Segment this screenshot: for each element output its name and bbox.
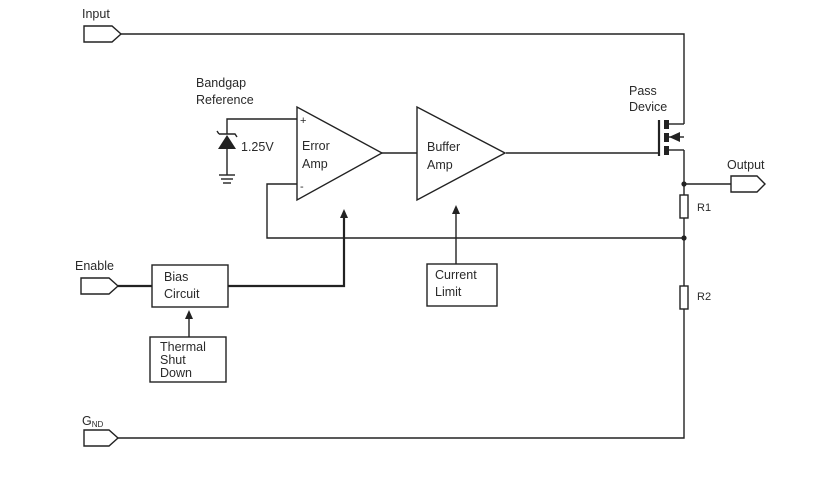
resistor-r1 (679, 194, 689, 219)
resistor-r2-label: R2 (697, 291, 711, 303)
zener-diode-icon (218, 135, 236, 149)
output-port: Output (727, 158, 766, 193)
current-limit-label-line1: Current (435, 268, 477, 282)
gnd-port-connector (83, 429, 120, 447)
bandgap-reference: Bandgap Reference 1.25V (196, 76, 297, 184)
bias-circuit-label-line2: Circuit (164, 287, 200, 301)
bias-arrow-icon (340, 209, 348, 218)
enable-port: Enable (75, 259, 120, 295)
output-port-label: Output (727, 158, 765, 172)
thermal-shutdown-label-line2: Shut (160, 353, 186, 367)
bias-to-error-amp-wire (228, 218, 346, 288)
mosfet-channel-top (664, 120, 669, 129)
thermal-arrow-icon (185, 310, 193, 319)
input-port: Input (82, 7, 123, 43)
bias-circuit-box (151, 264, 229, 308)
resistor-r2 (679, 285, 689, 310)
bandgap-label-line1: Bandgap (196, 76, 246, 90)
thermal-shutdown-label-line3: Down (160, 366, 192, 380)
enable-port-connector (80, 277, 120, 295)
gnd-port: GND (82, 414, 120, 447)
mosfet-channel-mid (664, 133, 669, 142)
thermal-shutdown-label-line1: Thermal (160, 340, 206, 354)
mosfet-channel-bottom (664, 146, 669, 155)
buffer-amp: Buffer Amp (416, 105, 507, 202)
output-port-connector (730, 175, 766, 193)
ground-symbol-icon (219, 174, 235, 184)
buffer-amp-label-line2: Amp (427, 158, 453, 172)
bandgap-label-line2: Reference (196, 93, 254, 107)
bias-circuit-block: Bias Circuit (151, 264, 229, 308)
gnd-rail-wire (118, 309, 685, 439)
current-limit-box (426, 263, 498, 307)
buffer-amp-label-line1: Buffer (427, 140, 460, 154)
pass-device-label-line1: Pass (629, 84, 657, 98)
error-amp-triangle (296, 105, 384, 202)
input-port-connector (83, 25, 123, 43)
enable-port-label: Enable (75, 259, 114, 273)
thermal-shutdown-block: Thermal Shut Down (149, 336, 227, 383)
gnd-port-label: GND (82, 414, 104, 429)
buffer-amp-triangle (416, 105, 507, 202)
error-amp: + - Error Amp (296, 105, 384, 202)
error-amp-plus-label: + (300, 115, 306, 127)
bandgap-voltage-label: 1.25V (241, 140, 274, 154)
current-limit-arrow-icon (452, 205, 460, 214)
zener-cathode-icon (216, 130, 238, 138)
pass-device-label-line2: Device (629, 100, 667, 114)
bandgap-to-plus-wire (226, 118, 297, 126)
error-amp-label-line2: Amp (302, 157, 328, 171)
feedback-wire (266, 183, 684, 239)
input-port-label: Input (82, 7, 110, 21)
error-amp-minus-label: - (300, 181, 304, 193)
bias-circuit-label-line1: Bias (164, 270, 188, 284)
resistor-r1-label: R1 (697, 202, 711, 214)
input-rail-wire (121, 33, 685, 124)
pass-device: Pass Device (506, 84, 684, 156)
thermal-shutdown-box (149, 336, 227, 383)
error-amp-label-line1: Error (302, 139, 330, 153)
current-limit-block: Current Limit (426, 263, 498, 307)
current-limit-label-line2: Limit (435, 285, 462, 299)
